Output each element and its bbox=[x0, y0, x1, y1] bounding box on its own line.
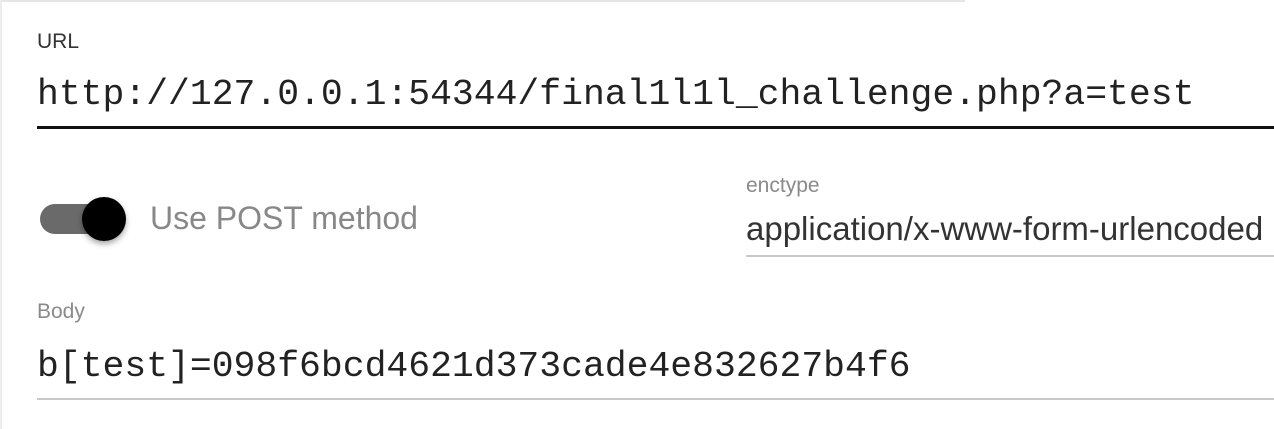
body-input-underline bbox=[37, 398, 1274, 400]
enctype-select[interactable]: application/x-www-form-urlencoded bbox=[746, 210, 1264, 247]
url-input-underline bbox=[37, 126, 1274, 129]
panel-top-border bbox=[0, 0, 965, 2]
body-label: Body bbox=[37, 300, 85, 323]
use-post-toggle[interactable] bbox=[40, 197, 130, 241]
enctype-label: enctype bbox=[746, 174, 820, 197]
body-input[interactable]: b[test]=098f6bcd4621d373cade4e832627b4f6 bbox=[37, 346, 911, 387]
url-input[interactable]: http://127.0.0.1:54344/final1l1l_challen… bbox=[37, 74, 1195, 115]
panel-left-border bbox=[0, 0, 2, 429]
enctype-underline bbox=[746, 255, 1274, 257]
toggle-knob[interactable] bbox=[82, 197, 126, 241]
url-label: URL bbox=[37, 30, 80, 53]
use-post-label[interactable]: Use POST method bbox=[150, 200, 418, 236]
